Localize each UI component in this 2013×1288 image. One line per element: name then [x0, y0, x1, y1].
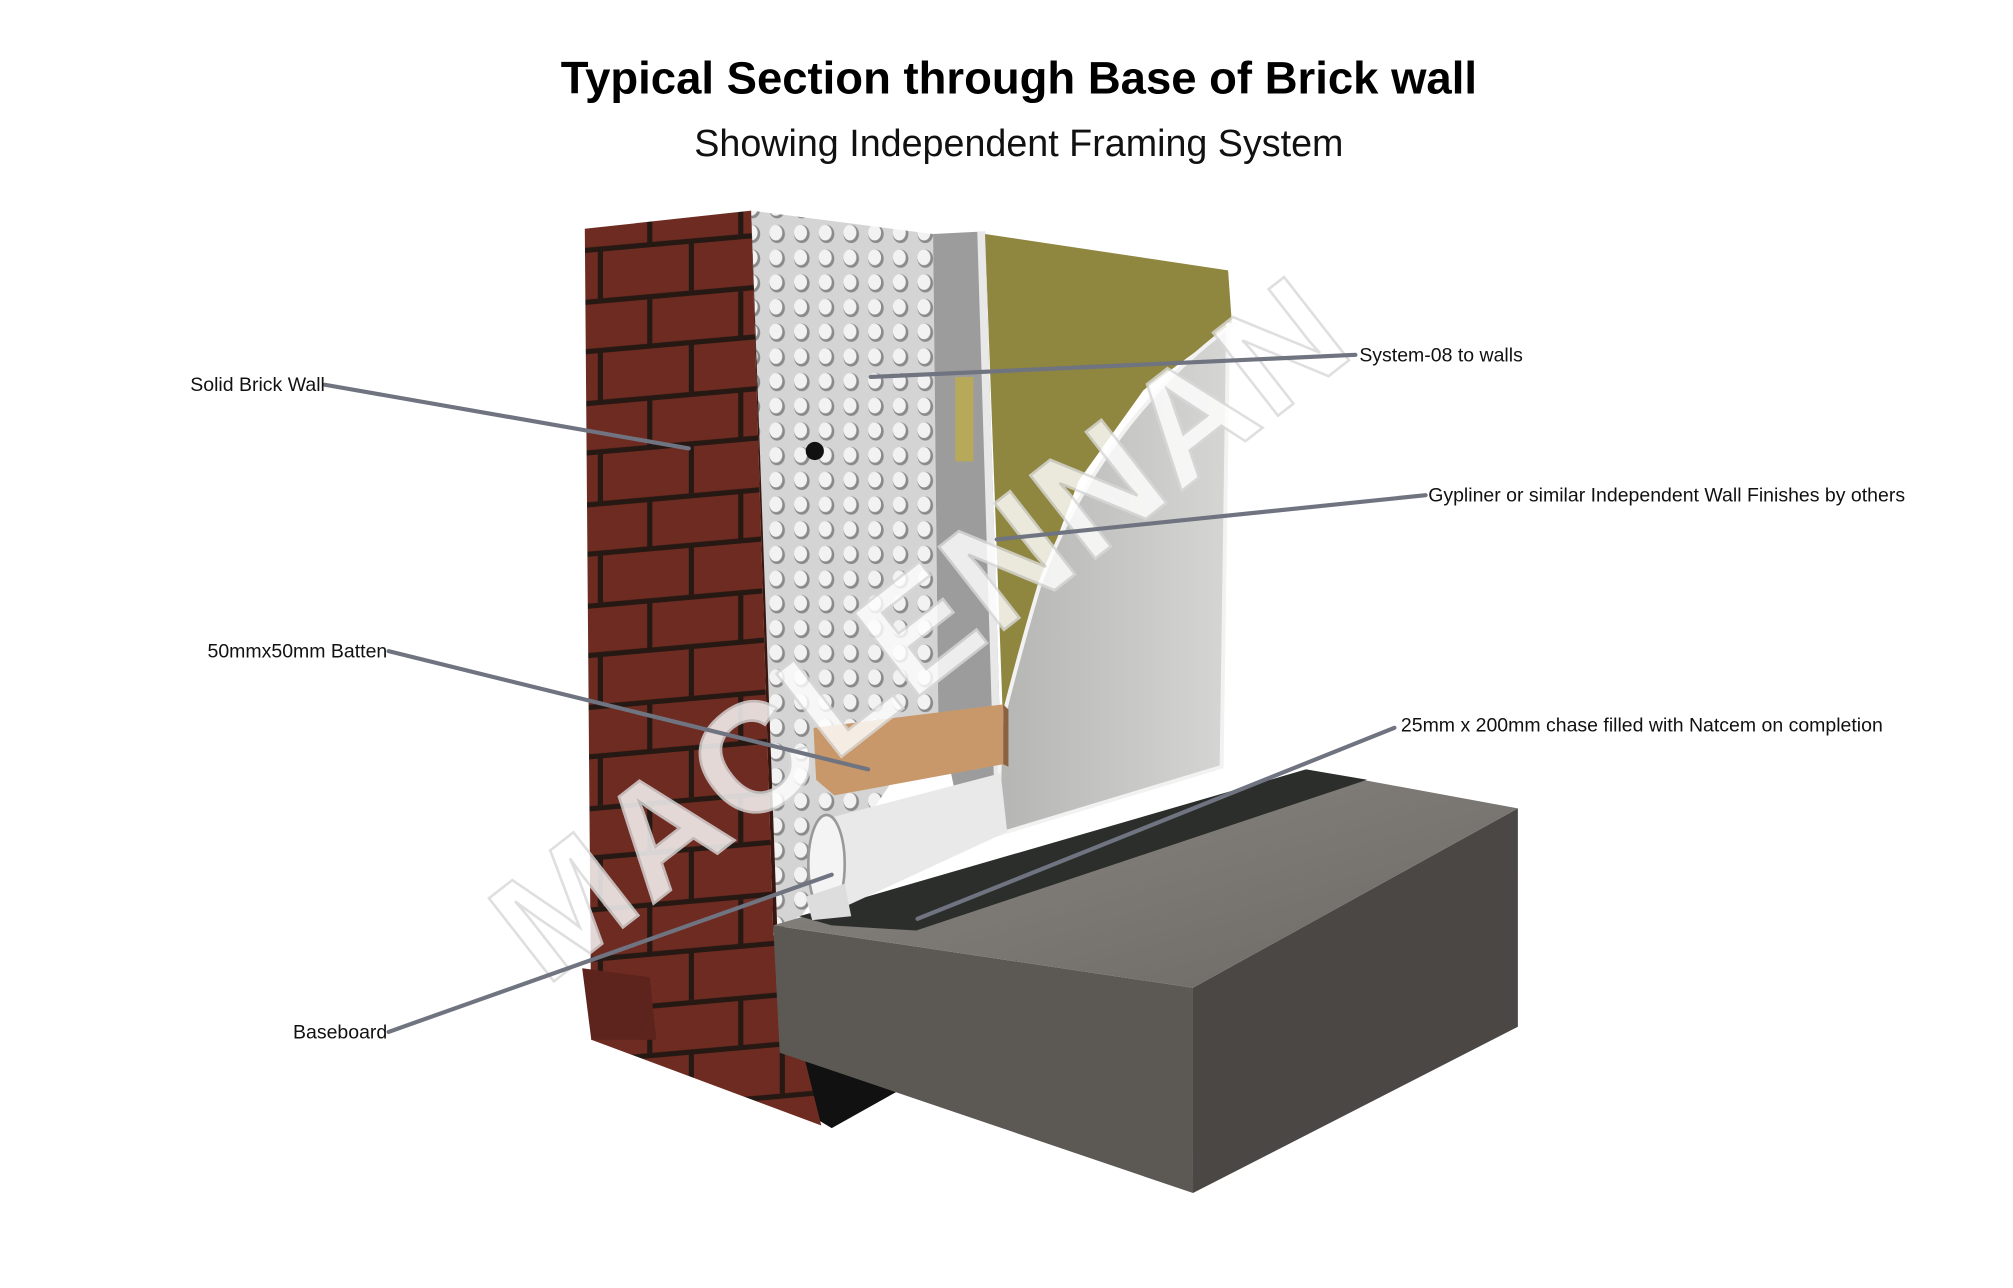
leader-batten: [386, 649, 871, 772]
leader-baseboard: [386, 872, 834, 1034]
label-solid-brick-wall: Solid Brick Wall: [190, 374, 325, 396]
leader-system08: [868, 352, 1358, 380]
insulation-panel: [985, 233, 1232, 728]
leader-chase: [915, 725, 1397, 921]
leader-gypliner: [994, 493, 1428, 542]
label-gypliner: Gypliner or similar Independent Wall Fin…: [1428, 485, 1905, 507]
concrete-slab: [773, 769, 1518, 1194]
label-system08: System-08 to walls: [1359, 344, 1523, 366]
fixing-plug: [805, 441, 824, 461]
batten-end: [1003, 704, 1009, 767]
label-batten: 50mmx50mm Batten: [207, 641, 387, 663]
label-chase: 25mm x 200mm chase filled with Natcem on…: [1401, 715, 1883, 737]
label-baseboard: Baseboard: [293, 1021, 387, 1043]
leader-solid-brick-wall: [322, 382, 691, 451]
baseboard: [805, 773, 1008, 921]
batten: [813, 704, 1004, 796]
page-title: Typical Section through Base of Brick wa…: [561, 53, 1477, 104]
insulation-strip: [955, 376, 974, 462]
channel-edge: [977, 231, 1004, 835]
natcem-chase: [799, 769, 1368, 931]
page-subtitle: Showing Independent Framing System: [694, 122, 1343, 164]
